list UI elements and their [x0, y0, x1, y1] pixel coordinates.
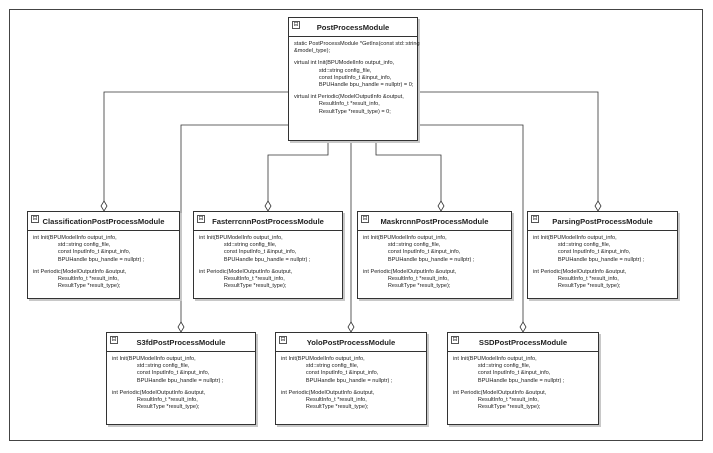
method-periodic: int Periodic(ModelOutputInfo &output, Re… — [33, 268, 127, 290]
method-periodic: int Periodic(ModelOutputInfo &output, Re… — [199, 268, 293, 290]
class-header: ⊟ S3fdPostProcessModule — [107, 333, 255, 352]
collapse-icon[interactable]: ⊟ — [292, 21, 300, 29]
class-name: YoloPostProcessModule — [306, 337, 396, 347]
method-periodic: virtual int Periodic(ModelOutputInfo &ou… — [294, 94, 404, 115]
class-box-classification[interactable]: ⊟ ClassificationPostProcessModule int In… — [27, 211, 180, 299]
class-name: SSDPostProcessModule — [478, 337, 568, 347]
class-methods: int Init(BPUModelInfo output_info, std::… — [448, 352, 598, 420]
class-box-parsing[interactable]: ⊟ ParsingPostProcessModule int Init(BPUM… — [527, 211, 678, 299]
class-methods: int Init(BPUModelInfo output_info, std::… — [276, 352, 426, 420]
method-init: int Init(BPUModelInfo output_info, std::… — [112, 356, 224, 384]
method-periodic: int Periodic(ModelOutputInfo &output, Re… — [281, 389, 375, 411]
method-init: virtual int Init(BPUModelInfo output_inf… — [294, 60, 414, 89]
collapse-icon[interactable]: ⊟ — [197, 215, 205, 223]
collapse-icon[interactable]: ⊟ — [110, 336, 118, 344]
collapse-icon[interactable]: ⊟ — [451, 336, 459, 344]
method-init: int Init(BPUModelInfo output_info, std::… — [281, 356, 393, 384]
class-header: ⊟ ParsingPostProcessModule — [528, 212, 677, 231]
class-name: PostProcessModule — [316, 22, 390, 32]
class-header: ⊟ PostProcessModule — [289, 18, 417, 37]
class-header: ⊟ YoloPostProcessModule — [276, 333, 426, 352]
class-header: ⊟ ClassificationPostProcessModule — [28, 212, 179, 231]
class-methods: int Init(BPUModelInfo output_info, std::… — [28, 231, 179, 299]
method-init: int Init(BPUModelInfo output_info, std::… — [533, 235, 645, 263]
class-box-fasterrcnn[interactable]: ⊟ FasterrcnnPostProcessModule int Init(B… — [193, 211, 343, 299]
class-box-ssd[interactable]: ⊟ SSDPostProcessModule int Init(BPUModel… — [447, 332, 599, 425]
method-init: int Init(BPUModelInfo output_info, std::… — [453, 356, 565, 384]
collapse-icon[interactable]: ⊟ — [361, 215, 369, 223]
method-periodic: int Periodic(ModelOutputInfo &output, Re… — [112, 389, 206, 411]
class-box-s3fd[interactable]: ⊟ S3fdPostProcessModule int Init(BPUMode… — [106, 332, 256, 425]
class-methods: int Init(BPUModelInfo output_info, std::… — [107, 352, 255, 420]
method-periodic: int Periodic(ModelOutputInfo &output, Re… — [363, 268, 457, 290]
class-methods: int Init(BPUModelInfo output_info, std::… — [358, 231, 511, 299]
method-periodic: int Periodic(ModelOutputInfo &output, Re… — [453, 389, 547, 411]
method-periodic: int Periodic(ModelOutputInfo &output, Re… — [533, 268, 627, 290]
collapse-icon[interactable]: ⊟ — [31, 215, 39, 223]
class-box-maskrcnn[interactable]: ⊟ MaskrcnnPostProcessModule int Init(BPU… — [357, 211, 512, 299]
class-name: S3fdPostProcessModule — [136, 337, 226, 347]
class-header: ⊟ MaskrcnnPostProcessModule — [358, 212, 511, 231]
class-header: ⊟ FasterrcnnPostProcessModule — [194, 212, 342, 231]
method-init: int Init(BPUModelInfo output_info, std::… — [33, 235, 145, 263]
method-init: int Init(BPUModelInfo output_info, std::… — [199, 235, 311, 263]
class-header: ⊟ SSDPostProcessModule — [448, 333, 598, 352]
method-init: int Init(BPUModelInfo output_info, std::… — [363, 235, 475, 263]
class-box-yolo[interactable]: ⊟ YoloPostProcessModule int Init(BPUMode… — [275, 332, 427, 425]
class-name: ClassificationPostProcessModule — [42, 216, 165, 226]
collapse-icon[interactable]: ⊟ — [279, 336, 287, 344]
class-name: ParsingPostProcessModule — [552, 216, 653, 226]
class-name: MaskrcnnPostProcessModule — [380, 216, 489, 226]
class-name: FasterrcnnPostProcessModule — [212, 216, 324, 226]
method-getins: static PostProcessModule *GetIns(const s… — [294, 41, 420, 55]
collapse-icon[interactable]: ⊟ — [531, 215, 539, 223]
class-methods: int Init(BPUModelInfo output_info, std::… — [528, 231, 677, 299]
class-methods: static PostProcessModule *GetIns(const s… — [289, 37, 420, 125]
class-methods: int Init(BPUModelInfo output_info, std::… — [194, 231, 342, 299]
class-box-postprocessmodule[interactable]: ⊟ PostProcessModule static PostProcessMo… — [288, 17, 420, 141]
